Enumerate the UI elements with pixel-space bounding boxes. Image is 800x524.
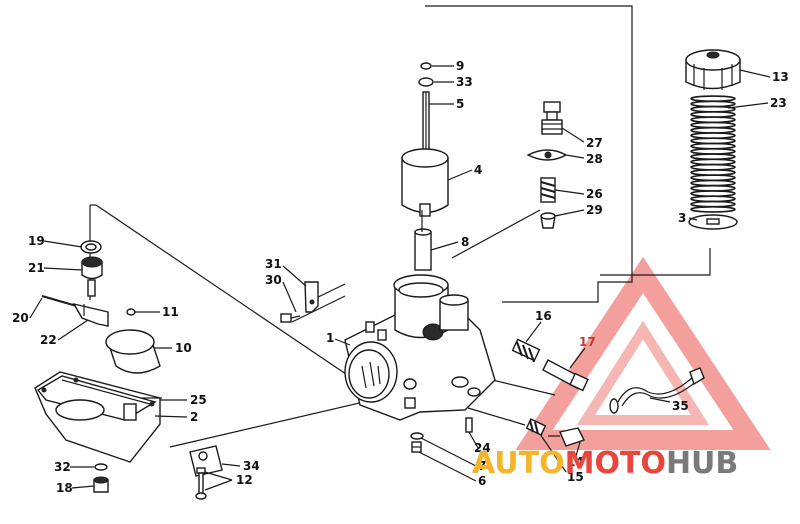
screw-30 bbox=[280, 313, 301, 323]
callout-20: 20 bbox=[12, 311, 29, 325]
group-outlines bbox=[89, 5, 711, 448]
callout-8: 8 bbox=[461, 235, 469, 249]
callout-1: 1 bbox=[326, 331, 334, 345]
spring-26 bbox=[540, 177, 556, 203]
callout-19: 19 bbox=[28, 234, 45, 248]
spring-seat-3 bbox=[688, 214, 738, 230]
callout-31: 31 bbox=[265, 257, 282, 271]
watermark-logo bbox=[515, 256, 771, 450]
callout-29: 29 bbox=[586, 203, 603, 217]
clip-11 bbox=[126, 308, 136, 316]
screws-12 bbox=[195, 467, 207, 500]
callout-2: 2 bbox=[190, 410, 198, 424]
spring-15 bbox=[525, 418, 547, 436]
callout-7: 7 bbox=[478, 459, 486, 473]
callout-34: 34 bbox=[243, 459, 260, 473]
callout-23: 23 bbox=[770, 96, 787, 110]
plate-28 bbox=[526, 149, 568, 161]
callout-18: 18 bbox=[56, 481, 73, 495]
callout-3: 3 bbox=[678, 211, 686, 225]
callout-16: 16 bbox=[535, 309, 552, 323]
callout-24: 24 bbox=[474, 441, 491, 455]
callout-5: 5 bbox=[456, 97, 464, 111]
callout-14: 14 bbox=[567, 455, 584, 469]
callout-22: 22 bbox=[40, 333, 57, 347]
gasket-19 bbox=[80, 240, 102, 254]
pilot-jet-24 bbox=[465, 417, 473, 433]
float-arm-22 bbox=[72, 302, 109, 327]
callout-4: 4 bbox=[474, 163, 482, 177]
watermark-auto: AUTO bbox=[472, 446, 565, 481]
main-jet-6 bbox=[411, 441, 422, 453]
drain-plug-18 bbox=[93, 476, 109, 493]
watermark-hub: HUB bbox=[666, 446, 738, 481]
throttle-stop-screw-17 bbox=[542, 359, 589, 392]
callout-26: 26 bbox=[586, 187, 603, 201]
callout-15: 15 bbox=[567, 470, 584, 484]
washer-7 bbox=[410, 432, 424, 440]
callout-25: 25 bbox=[190, 393, 207, 407]
plunger-29 bbox=[540, 212, 556, 229]
needle-clip-9 bbox=[420, 62, 432, 70]
cable-adjuster-27 bbox=[541, 101, 563, 135]
callout-28: 28 bbox=[586, 152, 603, 166]
callout-17: 17 bbox=[579, 335, 596, 349]
callout-13: 13 bbox=[772, 70, 789, 84]
leader-lines bbox=[29, 65, 771, 491]
callout-6: 6 bbox=[478, 474, 486, 488]
cable-bracket-31 bbox=[304, 281, 319, 313]
carburetor-body-1 bbox=[344, 274, 496, 421]
callout-11: 11 bbox=[162, 305, 179, 319]
throttle-slide-4 bbox=[401, 148, 449, 217]
watermark-text: AUTOMOTOHUB bbox=[472, 446, 738, 481]
callout-9: 9 bbox=[456, 59, 464, 73]
washer-33 bbox=[418, 77, 434, 87]
float-bowl-2 bbox=[34, 371, 161, 463]
callout-35: 35 bbox=[672, 399, 689, 413]
top-cap-13 bbox=[685, 49, 741, 90]
pilot-screw-14 bbox=[548, 427, 585, 447]
callout-30: 30 bbox=[265, 273, 282, 287]
choke-cable-35 bbox=[609, 367, 705, 414]
spring-23 bbox=[690, 95, 736, 213]
float-pin-20 bbox=[41, 295, 81, 308]
needle-jet-8 bbox=[414, 210, 432, 271]
callout-33: 33 bbox=[456, 75, 473, 89]
spring-16 bbox=[511, 338, 541, 363]
callout-10: 10 bbox=[175, 341, 192, 355]
svg-text:AUTOMOTOHUB: AUTOMOTOHUB bbox=[472, 446, 738, 481]
callout-21: 21 bbox=[28, 261, 45, 275]
callout-12: 12 bbox=[236, 473, 253, 487]
callout-labels: 9 33 5 4 8 13 23 3 27 28 26 29 19 21 20 … bbox=[12, 59, 789, 495]
callout-32: 32 bbox=[54, 460, 71, 474]
callout-27: 27 bbox=[586, 136, 603, 150]
float-valve-21 bbox=[81, 256, 103, 297]
watermark-moto: MOTO bbox=[565, 446, 666, 481]
bracket-34 bbox=[189, 445, 223, 477]
float-10 bbox=[105, 329, 161, 374]
washer-32 bbox=[94, 463, 108, 471]
